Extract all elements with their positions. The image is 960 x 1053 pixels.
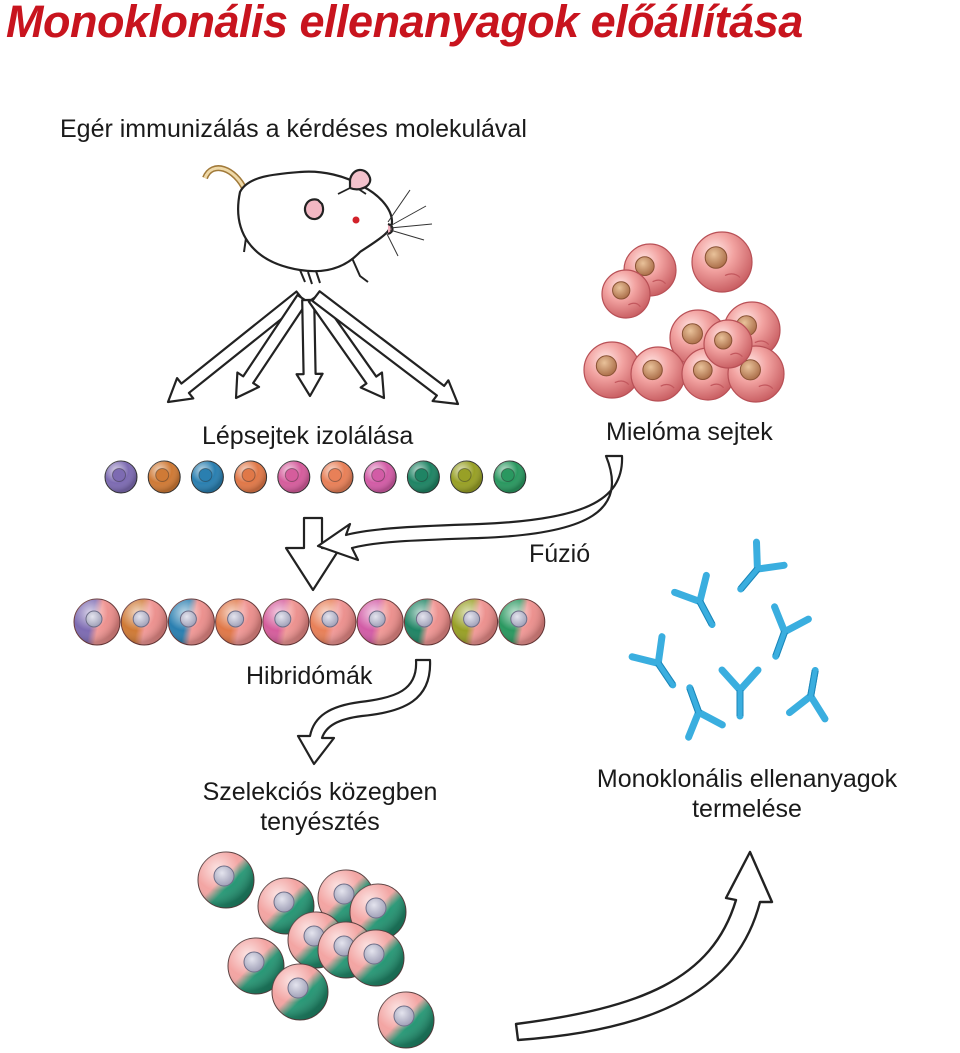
fan-arrow-icon: [295, 298, 324, 398]
fusion-label: Fúzió: [529, 540, 591, 568]
spleen-cells-label: Lépsejtek izolálása: [202, 422, 414, 450]
selection-label-line1: Szelekciós közegben: [202, 778, 438, 806]
hybridoma-cell: [120, 598, 168, 646]
antibody-icon: [771, 603, 812, 660]
selection-arrow-icon: [296, 658, 432, 766]
selection-culture-cell: [227, 937, 285, 995]
hybridoma-cell: [309, 598, 357, 646]
selection-label-line2: tenyésztés: [260, 808, 380, 836]
hybridoma-cell: [262, 598, 310, 646]
fan-arrow-icon: [311, 290, 460, 406]
hybridoma-cells: [73, 598, 546, 646]
production-label-line1: Monoklonális ellenanyagok: [596, 765, 898, 793]
spleen-cell: [493, 460, 527, 494]
hybridoma-cell: [167, 598, 215, 646]
antibody-icon: [685, 684, 726, 741]
production-arrow-icon: [514, 850, 774, 1042]
selection-culture-cell: [271, 963, 329, 1021]
selection-culture-cell: [197, 851, 255, 909]
fan-arrow-icon: [234, 293, 309, 400]
spleen-cell: [450, 460, 484, 494]
hybridoma-cell: [215, 598, 263, 646]
hybridoma-cell: [451, 598, 499, 646]
hybridoma-cell: [73, 598, 121, 646]
selection-culture-cell: [377, 991, 435, 1049]
spleen-cell: [190, 460, 224, 494]
hybridoma-cell: [403, 598, 451, 646]
spleen-cell: [104, 460, 138, 494]
production-label: Monoklonális ellenanyagok termelése: [562, 764, 932, 824]
antibody-icon: [785, 666, 829, 723]
antibodies: [628, 538, 829, 741]
myeloma-cells-label: Mielóma sejtek: [606, 418, 773, 446]
selection-culture-cells: [197, 851, 435, 1049]
distribution-arrows: [166, 290, 460, 406]
myeloma-cell: [630, 346, 686, 402]
antibody-icon: [671, 571, 716, 628]
myeloma-cell: [601, 269, 651, 319]
spleen-cells: [104, 460, 527, 494]
spleen-cell: [363, 460, 397, 494]
hybridoma-cell: [356, 598, 404, 646]
down-arrow-icon: [284, 516, 342, 592]
spleen-cell: [277, 460, 311, 494]
spleen-cell: [320, 460, 354, 494]
spleen-cell: [406, 460, 440, 494]
spleen-cell: [234, 460, 268, 494]
myeloma-cell: [583, 341, 641, 399]
antibody-icon: [718, 666, 762, 720]
immunization-label: Egér immunizálás a kérdéses molekulával: [60, 115, 527, 143]
hybridoma-cell: [498, 598, 546, 646]
fusion-arrows: [284, 454, 624, 592]
myeloma-cells: [583, 231, 785, 403]
selection-culture-cell: [347, 929, 405, 987]
myeloma-cell: [703, 319, 753, 369]
selection-label: Szelekciós közegben tenyésztés: [170, 777, 470, 837]
antibody-icon: [737, 538, 788, 593]
selection-culture-cell: [349, 883, 407, 941]
spleen-cell: [147, 460, 181, 494]
curved-fusion-arrow-icon: [316, 454, 624, 562]
antibody-icon: [628, 633, 677, 689]
diagram-title: Monoklonális ellenanyagok előállítása: [6, 0, 803, 47]
hybridomas-label: Hibridómák: [246, 662, 373, 690]
production-label-line2: termelése: [692, 795, 802, 823]
mouse-illustration: [202, 165, 433, 285]
myeloma-cell: [691, 231, 753, 293]
